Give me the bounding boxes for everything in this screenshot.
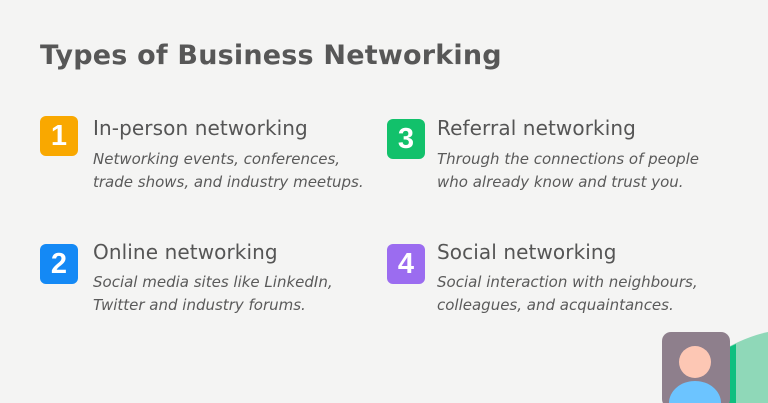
- description-line: Social interaction with neighbours,: [437, 273, 698, 291]
- item-description: Through the connections of people who al…: [437, 148, 699, 194]
- item-description: Networking events, conferences, trade sh…: [93, 148, 364, 194]
- item-heading: Social networking: [437, 240, 617, 264]
- decorative-avatar-corner: [640, 320, 768, 403]
- description-line: Through the connections of people: [437, 150, 700, 168]
- description-line: trade shows, and industry meetups.: [93, 173, 364, 191]
- item-heading: Referral networking: [437, 116, 636, 140]
- item-heading: In-person networking: [93, 116, 308, 140]
- description-line: Twitter and industry forums.: [93, 296, 306, 314]
- user-avatar-icon: [662, 332, 768, 403]
- description-line: Social media sites like LinkedIn,: [93, 273, 333, 291]
- description-line: who already know and trust you.: [437, 173, 684, 191]
- description-line: Networking events, conferences,: [93, 150, 341, 168]
- item-heading: Online networking: [93, 240, 278, 264]
- item-description: Social interaction with neighbours, coll…: [437, 271, 698, 317]
- number-badge-4: 4: [387, 244, 425, 284]
- description-line: colleagues, and acquaintances.: [437, 296, 674, 314]
- number-badge-2: 2: [40, 244, 78, 284]
- number-badge-3: 3: [387, 119, 425, 159]
- item-description: Social media sites like LinkedIn, Twitte…: [93, 271, 333, 317]
- number-badge-1: 1: [40, 116, 78, 156]
- page-title: Types of Business Networking: [40, 40, 502, 71]
